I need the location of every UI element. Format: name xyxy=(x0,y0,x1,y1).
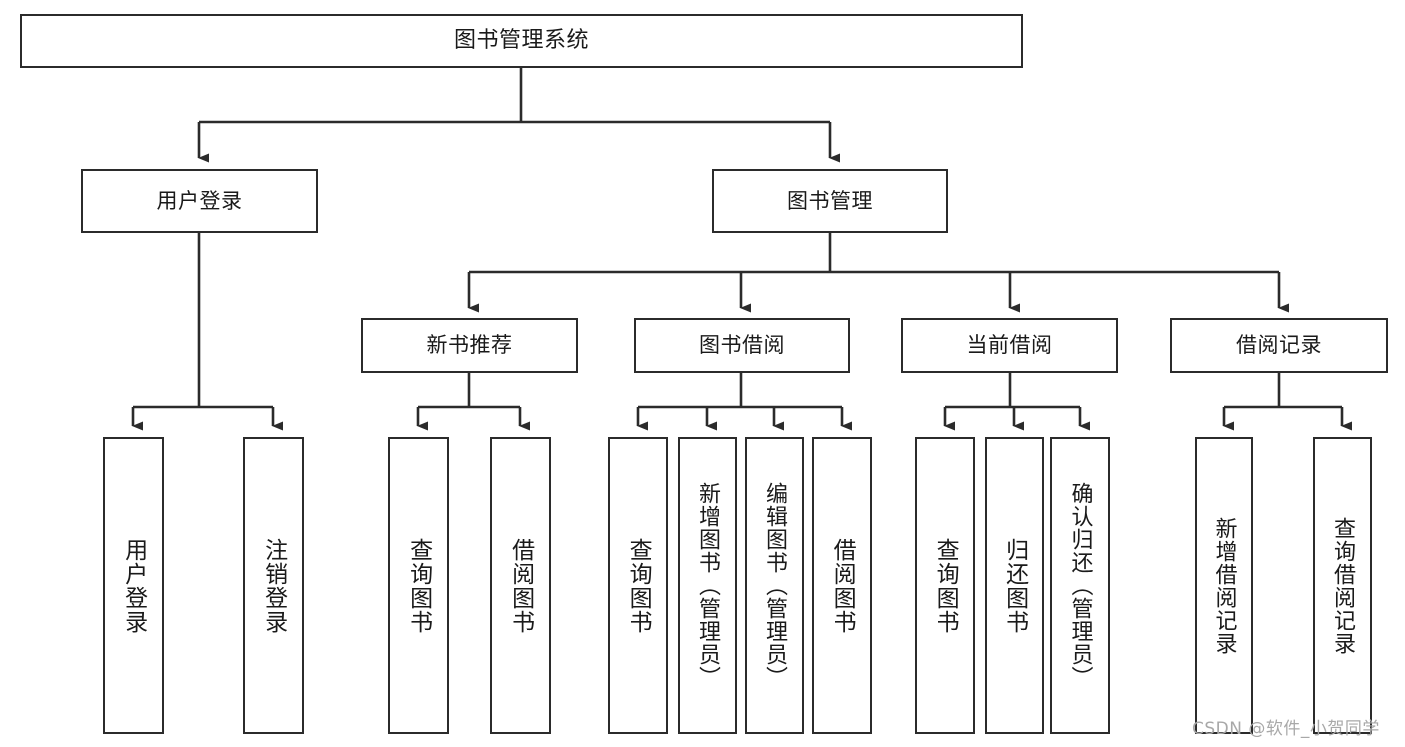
node-leaf-add-book-admin[interactable]: 新增图书（管理员） xyxy=(678,437,737,734)
node-leaf-confirm-return-admin[interactable]: 确认归还（管理员） xyxy=(1050,437,1110,734)
node-new-book-recommend[interactable]: 新书推荐 xyxy=(361,318,578,373)
node-leaf-query-book-borrow[interactable]: 查询图书 xyxy=(608,437,668,734)
node-leaf-query-borrow-record-label: 查询借阅记录 xyxy=(1330,516,1356,655)
node-current-borrow-label: 当前借阅 xyxy=(966,333,1053,358)
node-book-borrow-label: 图书借阅 xyxy=(699,333,785,358)
node-book-borrow[interactable]: 图书借阅 xyxy=(634,318,850,373)
node-book-management-label: 图书管理 xyxy=(787,188,873,213)
node-leaf-add-book-admin-label: 新增图书（管理员） xyxy=(695,482,721,689)
node-leaf-add-borrow-record[interactable]: 新增借阅记录 xyxy=(1195,437,1253,734)
node-leaf-logout-label: 注销登录 xyxy=(260,537,287,634)
node-leaf-borrow-book-recommend[interactable]: 借阅图书 xyxy=(490,437,551,734)
node-root-system[interactable]: 图书管理系统 xyxy=(20,14,1023,68)
node-user-login[interactable]: 用户登录 xyxy=(81,169,318,233)
node-leaf-query-book-recommend-label: 查询图书 xyxy=(405,537,432,634)
node-leaf-borrow-book[interactable]: 借阅图书 xyxy=(812,437,872,734)
node-current-borrow[interactable]: 当前借阅 xyxy=(901,318,1118,373)
node-leaf-return-book-label: 归还图书 xyxy=(1001,537,1028,634)
node-leaf-query-borrow-record[interactable]: 查询借阅记录 xyxy=(1313,437,1372,734)
node-leaf-query-book-current[interactable]: 查询图书 xyxy=(915,437,975,734)
node-leaf-borrow-book-recommend-label: 借阅图书 xyxy=(507,537,534,634)
node-leaf-query-book-borrow-label: 查询图书 xyxy=(625,537,652,634)
node-root-system-label: 图书管理系统 xyxy=(453,28,589,54)
node-leaf-confirm-return-admin-label: 确认归还（管理员） xyxy=(1067,482,1093,689)
node-borrow-record-label: 借阅记录 xyxy=(1236,333,1322,358)
csdn-watermark: CSDN @软件_小贺同学 xyxy=(1192,719,1380,739)
node-leaf-return-book[interactable]: 归还图书 xyxy=(985,437,1044,734)
node-leaf-user-login-label: 用户登录 xyxy=(120,537,147,634)
node-leaf-add-borrow-record-label: 新增借阅记录 xyxy=(1211,516,1237,655)
node-leaf-user-login[interactable]: 用户登录 xyxy=(103,437,164,734)
node-leaf-edit-book-admin-label: 编辑图书（管理员） xyxy=(762,482,788,689)
node-leaf-query-book-recommend[interactable]: 查询图书 xyxy=(388,437,449,734)
node-leaf-borrow-book-label: 借阅图书 xyxy=(829,537,856,634)
node-leaf-edit-book-admin[interactable]: 编辑图书（管理员） xyxy=(745,437,804,734)
node-borrow-record[interactable]: 借阅记录 xyxy=(1170,318,1388,373)
node-new-book-recommend-label: 新书推荐 xyxy=(426,333,513,358)
node-book-management[interactable]: 图书管理 xyxy=(712,169,948,233)
node-user-login-label: 用户登录 xyxy=(156,188,243,213)
node-leaf-logout[interactable]: 注销登录 xyxy=(243,437,304,734)
node-leaf-query-book-current-label: 查询图书 xyxy=(932,537,959,634)
